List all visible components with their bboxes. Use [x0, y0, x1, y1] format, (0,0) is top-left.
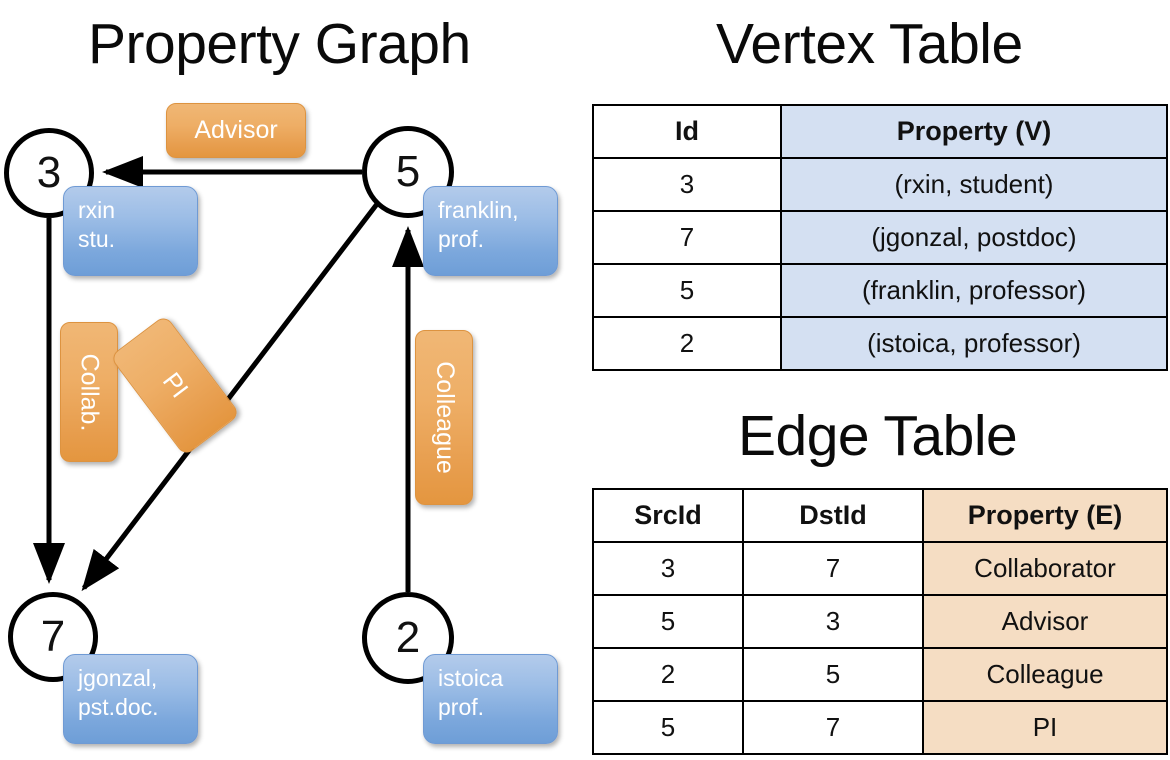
- column-header-property-v: Property (V): [780, 104, 1168, 159]
- cell-dstid: 3: [742, 594, 924, 649]
- property-graph-diagram: 3 5 7 2 rxin stu. franklin, prof. jgonza…: [4, 103, 558, 744]
- cell-srcid: 2: [592, 647, 744, 702]
- edge-label-text: Advisor: [194, 116, 278, 144]
- property-line-1: jgonzal,: [78, 665, 158, 691]
- cell-id: 3: [592, 157, 782, 212]
- vertex-id-label: 5: [395, 147, 421, 196]
- cell-property: Advisor: [922, 594, 1168, 649]
- table-row[interactable]: 5 (franklin, professor): [592, 263, 1168, 318]
- cell-property: (franklin, professor): [780, 263, 1168, 318]
- cell-id: 2: [592, 316, 782, 371]
- edge-label-text: Collab.: [75, 353, 104, 431]
- graph-vertex-2[interactable]: 2: [362, 592, 454, 684]
- cell-dstid: 7: [742, 541, 924, 596]
- property-line-2: prof.: [438, 694, 485, 721]
- vertex-property-box-istoica: istoica prof.: [423, 654, 558, 744]
- vertex-id-label: 7: [40, 612, 66, 661]
- property-line-1: rxin: [78, 197, 116, 223]
- cell-srcid: 5: [592, 700, 744, 755]
- property-line-1: istoica: [438, 665, 504, 691]
- table-row[interactable]: 3 7 Collaborator: [592, 541, 1168, 596]
- vertex-property-box-franklin: franklin, prof.: [423, 186, 558, 276]
- graph-vertex-5[interactable]: 5: [362, 126, 454, 218]
- section-title-edge-table: Edge Table: [738, 404, 1018, 468]
- edge-property-box-colleague: Colleague: [415, 330, 473, 505]
- table-row[interactable]: 2 (istoica, professor): [592, 316, 1168, 371]
- cell-dstid: 5: [742, 647, 924, 702]
- column-header-srcid: SrcId: [592, 488, 744, 543]
- property-line-2: prof.: [438, 226, 485, 253]
- edge-property-box-advisor: Advisor: [166, 103, 306, 158]
- cell-property: PI: [922, 700, 1168, 755]
- column-header-property-e: Property (E): [922, 488, 1168, 543]
- edge-property-box-collab: Collab.: [60, 322, 118, 462]
- section-title-vertex-table: Vertex Table: [716, 12, 1023, 76]
- cell-property: (istoica, professor): [780, 316, 1168, 371]
- table-row[interactable]: 5 3 Advisor: [592, 594, 1168, 649]
- table-row[interactable]: 2 5 Colleague: [592, 647, 1168, 702]
- vertex-table: Id Property (V) 3 (rxin, student) 7 (jgo…: [592, 104, 1168, 371]
- column-header-id: Id: [592, 104, 782, 159]
- cell-srcid: 5: [592, 594, 744, 649]
- property-line-1: franklin,: [438, 197, 519, 223]
- cell-property: Colleague: [922, 647, 1168, 702]
- graph-edge-arrows: [33, 156, 424, 592]
- table-row[interactable]: 3 (rxin, student): [592, 157, 1168, 212]
- cell-id: 7: [592, 210, 782, 265]
- edge-arrow-pi: [81, 202, 379, 592]
- edge-table: SrcId DstId Property (E) 3 7 Collaborato…: [592, 488, 1168, 755]
- table-header-row: Id Property (V): [592, 104, 1168, 159]
- table-row[interactable]: 7 (jgonzal, postdoc): [592, 210, 1168, 265]
- cell-property: (jgonzal, postdoc): [780, 210, 1168, 265]
- edge-label-text: Colleague: [430, 361, 459, 474]
- cell-property: Collaborator: [922, 541, 1168, 596]
- table-row[interactable]: 5 7 PI: [592, 700, 1168, 755]
- cell-id: 5: [592, 263, 782, 318]
- table-header-row: SrcId DstId Property (E): [592, 488, 1168, 543]
- column-header-dstid: DstId: [742, 488, 924, 543]
- vertex-property-box-rxin: rxin stu.: [63, 186, 198, 276]
- cell-srcid: 3: [592, 541, 744, 596]
- property-line-2: stu.: [78, 226, 116, 253]
- page-title-property-graph: Property Graph: [88, 12, 471, 76]
- edge-label-text: PI: [157, 367, 194, 404]
- vertex-id-label: 3: [36, 148, 62, 197]
- vertex-id-label: 2: [395, 613, 421, 662]
- property-line-2: pst.doc.: [78, 694, 159, 721]
- cell-property: (rxin, student): [780, 157, 1168, 212]
- vertex-property-box-jgonzal: jgonzal, pst.doc.: [63, 654, 198, 744]
- cell-dstid: 7: [742, 700, 924, 755]
